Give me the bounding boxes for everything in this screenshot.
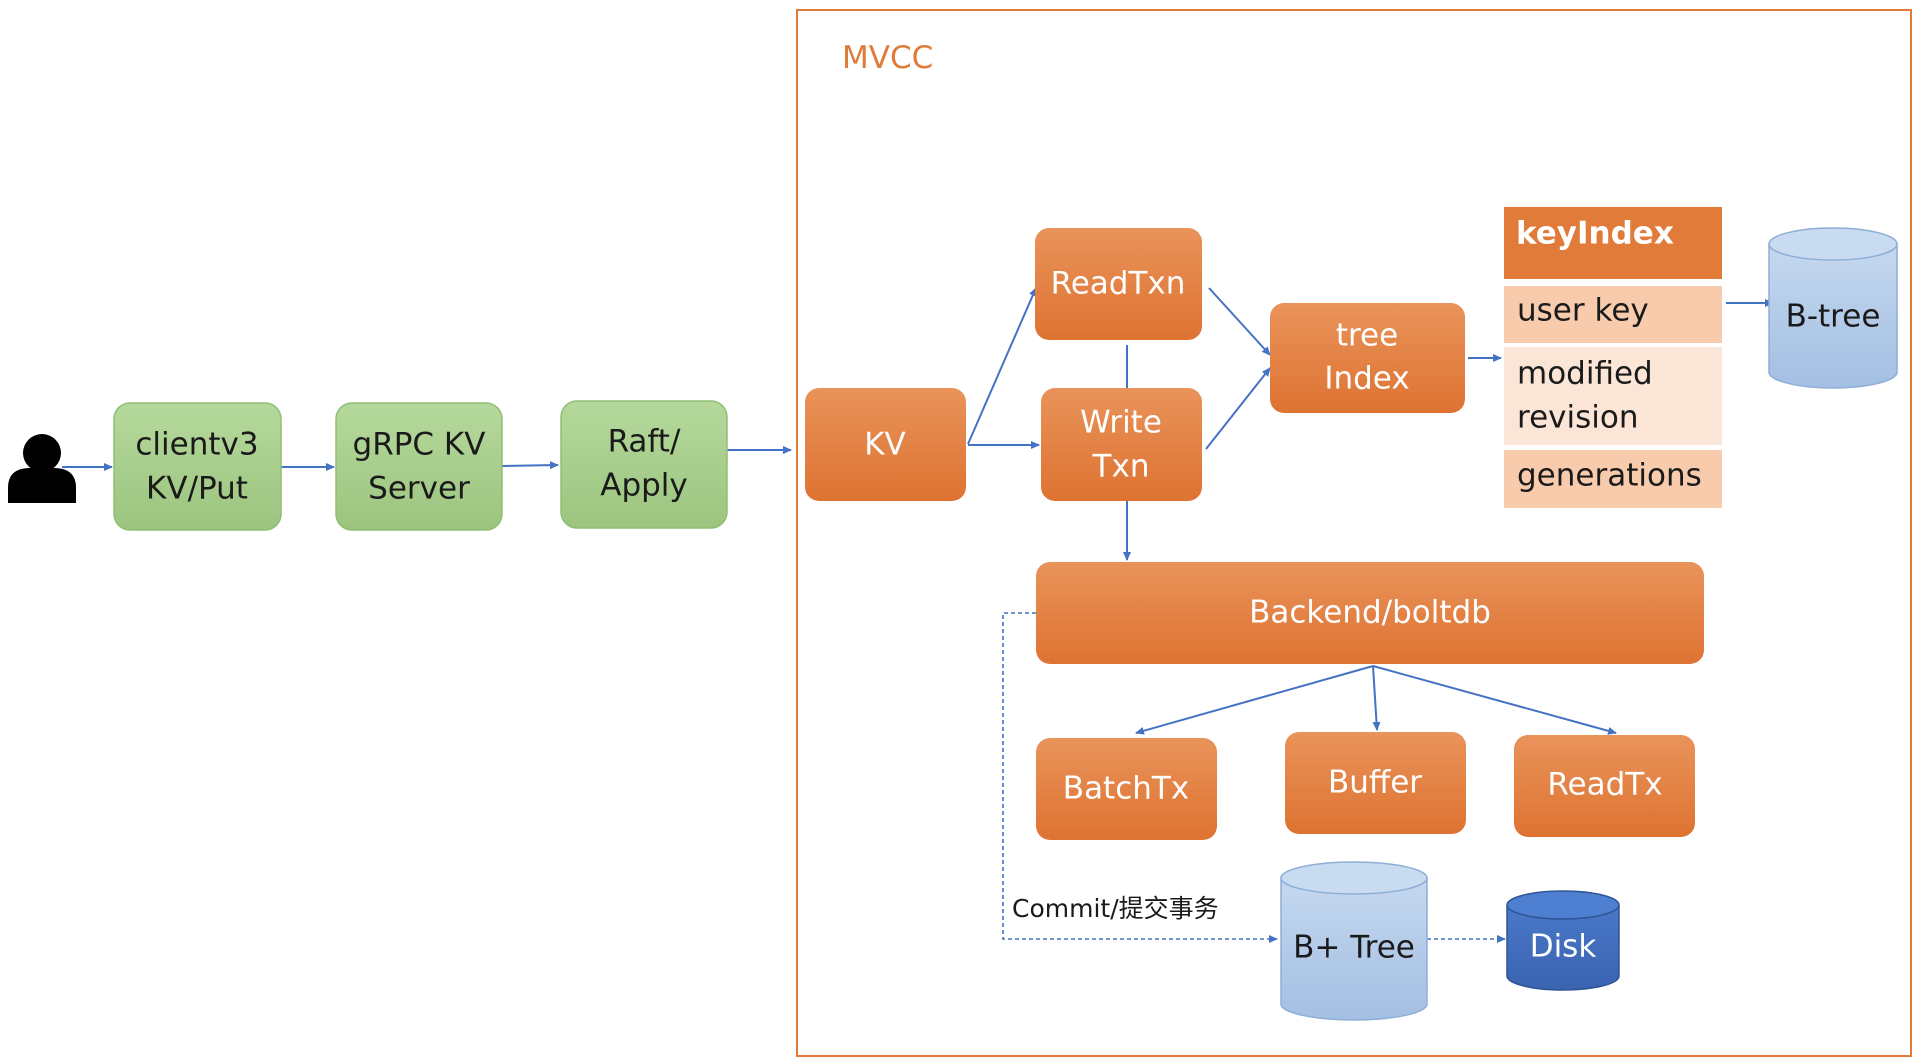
client-node: clientv3 KV/Put	[113, 402, 282, 531]
arrow-backend-batchtx	[1135, 665, 1374, 735]
disk-label: Disk	[1530, 929, 1597, 965]
keyindex-field-generations: generations	[1517, 458, 1702, 494]
kv-node-label: KV	[864, 427, 906, 463]
treeindex-node-label-2: Index	[1324, 361, 1409, 397]
arrow-backend-readtx	[1372, 665, 1617, 735]
batchtx-node: BatchTx	[1036, 738, 1217, 840]
user-icon	[8, 434, 76, 503]
arrow-backend-buffer	[1372, 665, 1381, 731]
grpc-server-node: gRPC KV Server	[335, 402, 503, 531]
raft-node-label-1: Raft/	[608, 424, 681, 460]
client-node-label-1: clientv3	[135, 427, 258, 463]
client-node-label-2: KV/Put	[146, 471, 248, 507]
kv-node: KV	[805, 388, 966, 501]
mvcc-label: MVCC	[842, 40, 933, 76]
batchtx-node-label: BatchTx	[1063, 771, 1189, 807]
buffer-node-label: Buffer	[1328, 765, 1422, 801]
bplustree-cylinder: B+ Tree	[1280, 861, 1428, 1021]
keyindex-table: keyIndex user key modified revision gene…	[1504, 207, 1722, 508]
readtxn-node: ReadTxn	[1035, 228, 1202, 340]
keyindex-row-modified	[1504, 347, 1722, 445]
grpc-node-label-2: Server	[368, 471, 470, 507]
btree-cylinder: B-tree	[1768, 227, 1898, 389]
mvcc-boundary	[796, 9, 1912, 1057]
arrows	[62, 287, 1774, 943]
bplustree-label: B+ Tree	[1293, 930, 1415, 966]
writetxn-node-label-1: Write	[1080, 405, 1162, 441]
treeindex-node: tree Index	[1270, 303, 1465, 413]
readtx-node-label: ReadTx	[1547, 767, 1662, 803]
arrow-writetxn-treeindex	[1205, 367, 1271, 450]
disk-cylinder: Disk	[1506, 890, 1620, 991]
treeindex-node-label-1: tree	[1336, 318, 1398, 354]
raft-apply-node: Raft/ Apply	[560, 400, 728, 529]
buffer-node: Buffer	[1285, 732, 1466, 834]
arrow-kv-readtxn	[967, 287, 1037, 445]
btree-label: B-tree	[1786, 299, 1881, 335]
writetxn-node: Write Txn	[1041, 388, 1202, 501]
keyindex-field-revision: revision	[1517, 400, 1638, 436]
keyindex-field-userkey: user key	[1517, 293, 1649, 329]
keyindex-title: keyIndex	[1516, 216, 1674, 252]
arrow-commit-bplustree	[1002, 612, 1278, 943]
readtx-node: ReadTx	[1514, 735, 1695, 837]
keyindex-row-userkey	[1504, 286, 1722, 343]
raft-node-label-2: Apply	[600, 468, 688, 504]
arrow-readtxn-treeindex	[1208, 287, 1271, 356]
backend-node-label: Backend/boltdb	[1249, 595, 1491, 631]
commit-label: Commit/提交事务	[1012, 894, 1219, 923]
writetxn-node-label-2: Txn	[1092, 449, 1150, 485]
arrow-grpc-raft	[501, 461, 559, 470]
keyindex-field-modified: modified	[1517, 356, 1653, 392]
backend-node: Backend/boltdb	[1036, 562, 1704, 664]
grpc-node-label-1: gRPC KV	[353, 427, 486, 463]
readtxn-node-label: ReadTxn	[1051, 266, 1186, 302]
keyindex-row-generations	[1504, 450, 1722, 508]
keyindex-header	[1504, 207, 1722, 279]
